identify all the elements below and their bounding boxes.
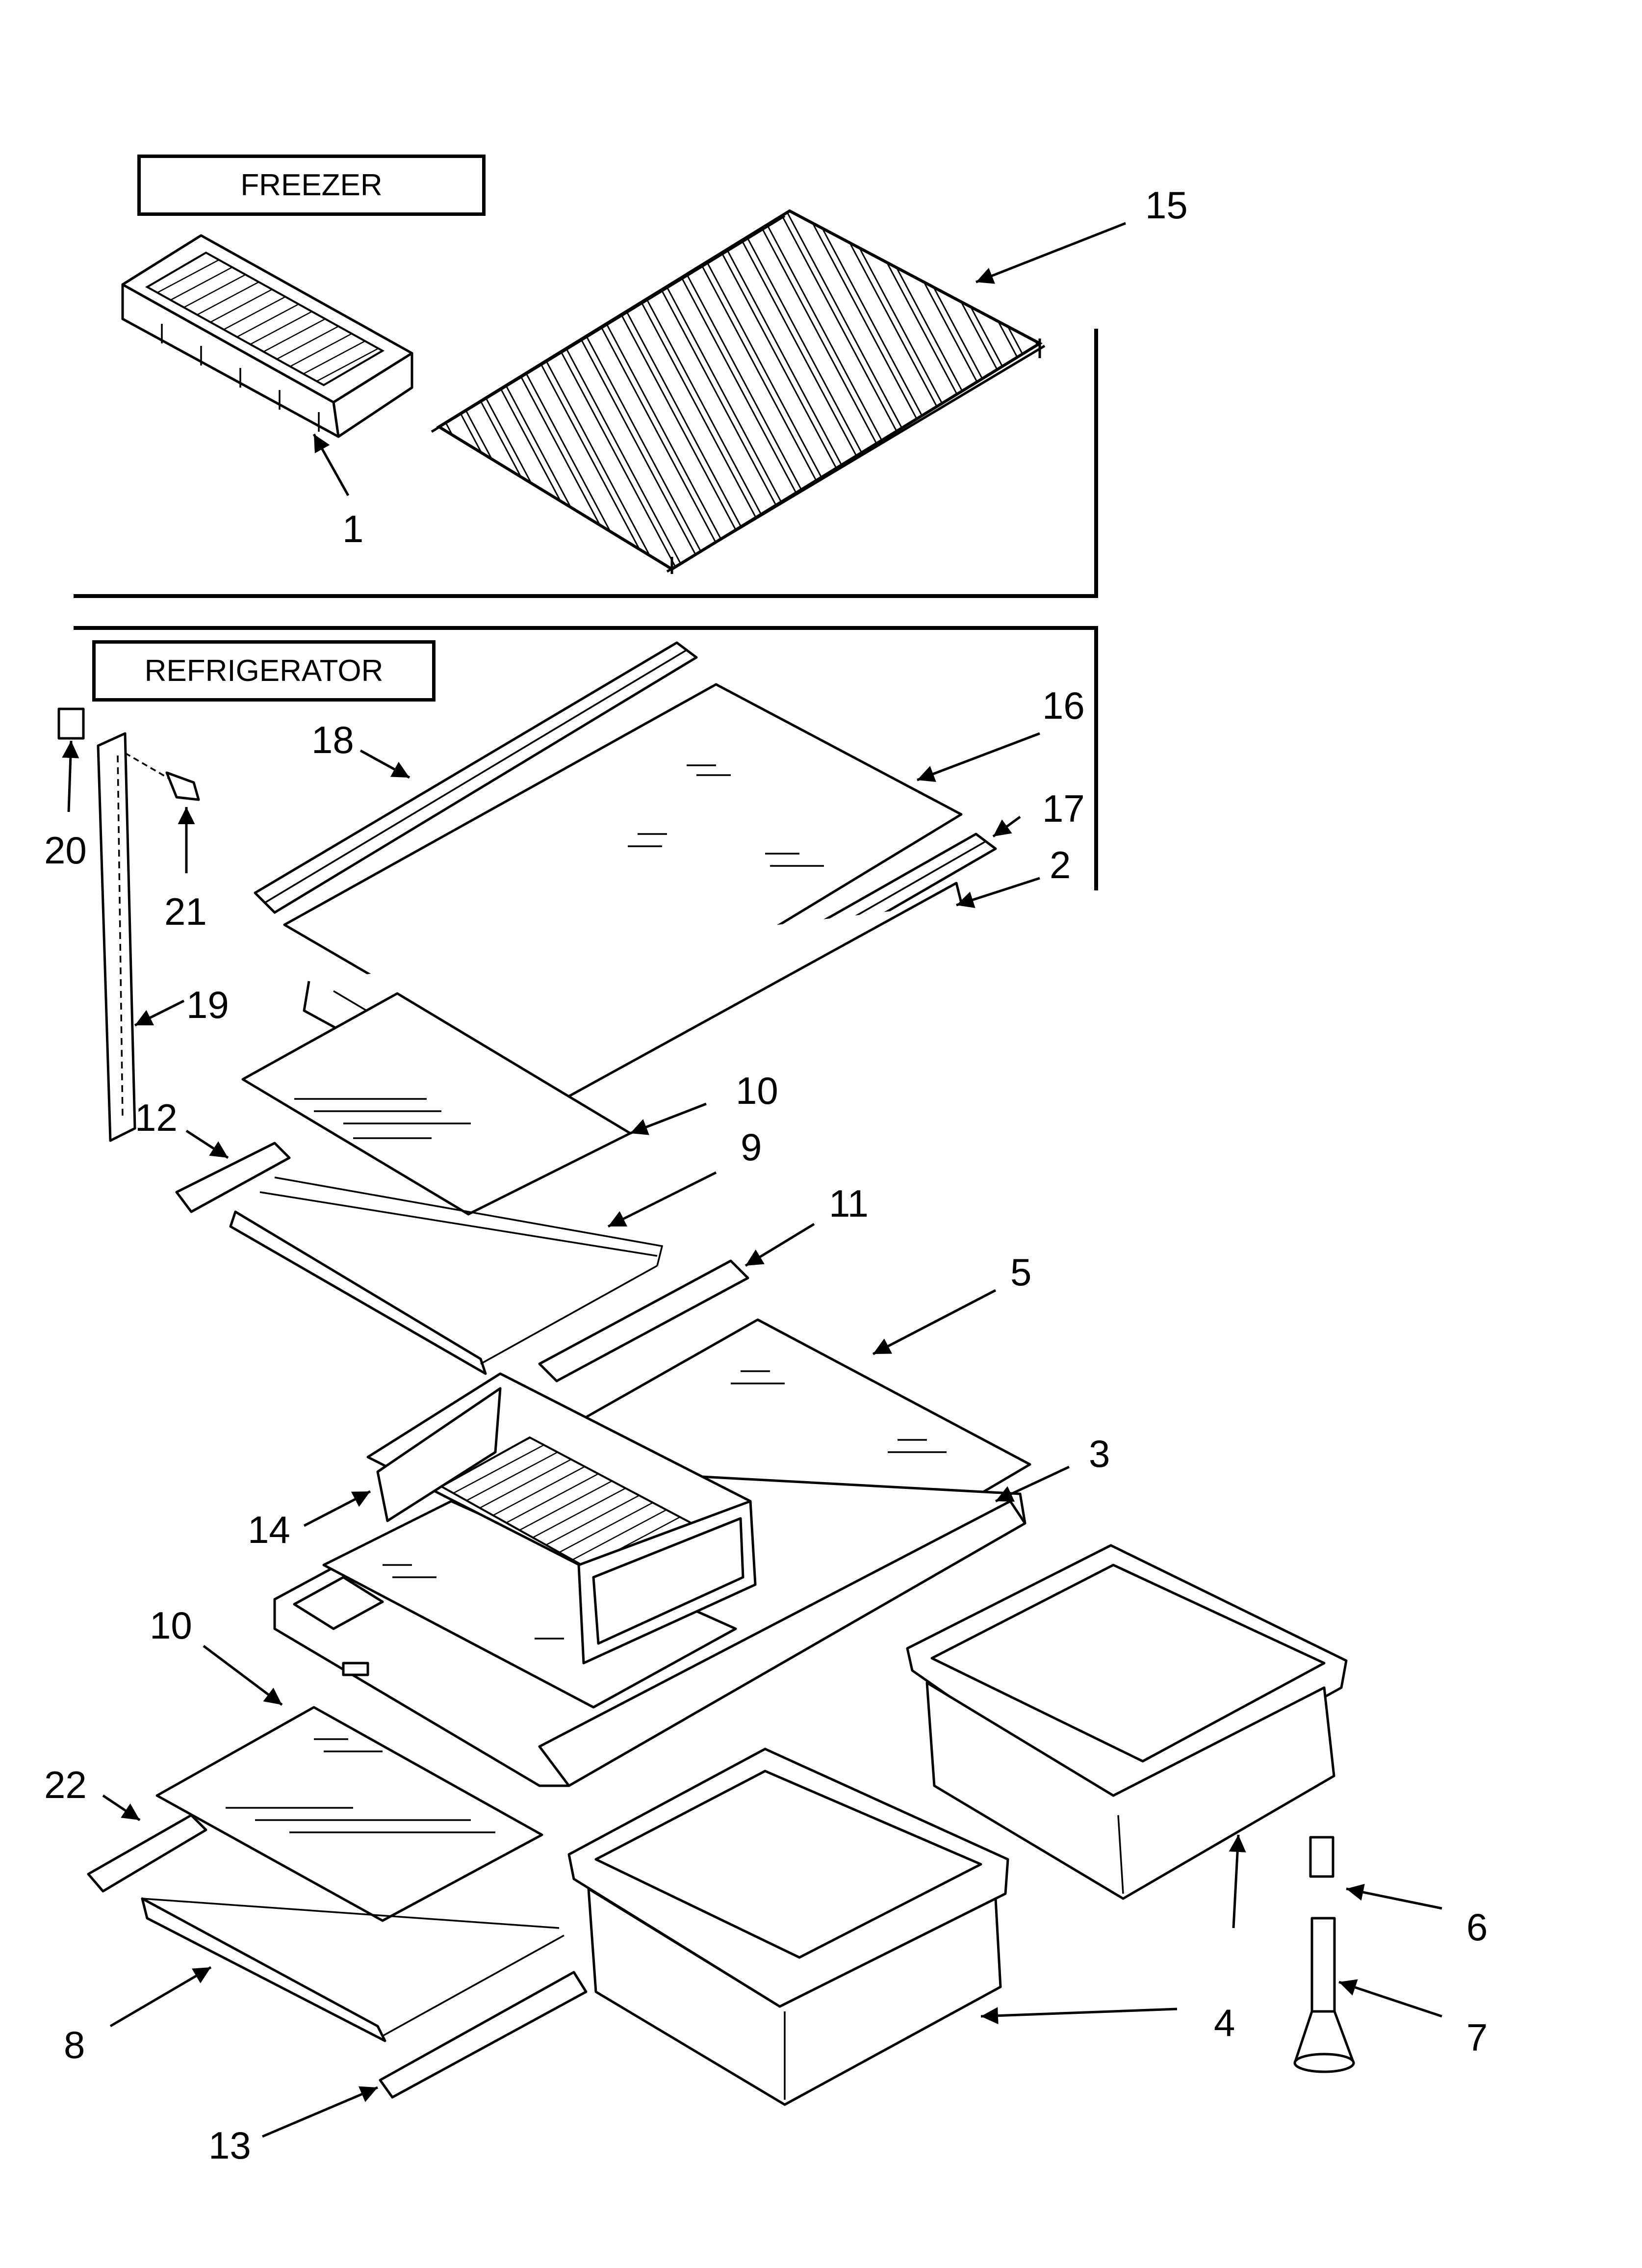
crisper-drawer-left (567, 1747, 1009, 2106)
refrigerator-section-label: REFRIGERATOR (92, 640, 436, 702)
callout-12: 12 (135, 1096, 178, 1139)
callout-5: 5 (1010, 1251, 1031, 1294)
callout-15: 15 (1145, 183, 1188, 227)
shelf-trim-rear (254, 641, 698, 914)
lower-rail-left (87, 1814, 207, 1893)
glass-shelf-lower (155, 1706, 543, 1922)
callout-4: 4 (1214, 2001, 1235, 2044)
callout-10-lower: 10 (150, 1604, 192, 1647)
crisper-slide-frame (229, 1176, 664, 1375)
callout-8: 8 (64, 2023, 85, 2066)
freezer-wire-shelf (431, 209, 1046, 574)
ice-tray (121, 234, 413, 438)
callout-16: 16 (1042, 684, 1085, 727)
callout-10-upper: 10 (736, 1069, 778, 1112)
callout-2: 2 (1050, 843, 1071, 886)
lower-rail-right (379, 1971, 588, 2099)
meat-pan-drawer (366, 1372, 757, 1665)
refrigerator-section-divider (74, 626, 1098, 890)
callout-20: 20 (44, 829, 87, 872)
callout-13: 13 (208, 2124, 251, 2167)
freezer-section-label: FREEZER (137, 155, 486, 216)
shelf-bracket (97, 732, 136, 1142)
slide-rail-right (538, 1259, 749, 1382)
callout-18: 18 (311, 718, 354, 761)
leveling-leg (1293, 1917, 1355, 2073)
bracket-clip (57, 707, 85, 740)
callout-21: 21 (164, 890, 207, 933)
callout-14: 14 (248, 1508, 290, 1551)
callout-11: 11 (829, 1182, 869, 1225)
callout-7: 7 (1466, 2016, 1488, 2059)
callout-3: 3 (1089, 1432, 1110, 1475)
callout-17: 17 (1042, 787, 1085, 830)
freezer-section-divider (74, 329, 1098, 598)
bracket-screw (125, 752, 200, 801)
callout-6: 6 (1466, 1905, 1488, 1949)
leveling-cap (1309, 1836, 1334, 1878)
callout-9: 9 (741, 1125, 762, 1169)
glass-crisper-cover-upper (241, 992, 632, 1216)
crisper-drawer-right (906, 1544, 1348, 1900)
lower-slide-frame (141, 1897, 564, 2042)
freezer-label-text: FREEZER (240, 168, 383, 202)
slide-rail-left (175, 1142, 291, 1213)
callout-1: 1 (342, 507, 363, 550)
callout-19: 19 (186, 983, 229, 1026)
glass-crisper-cover-lower (322, 1500, 737, 1709)
callout-22: 22 (44, 1763, 87, 1806)
refrigerator-label-text: REFRIGERATOR (144, 654, 384, 688)
